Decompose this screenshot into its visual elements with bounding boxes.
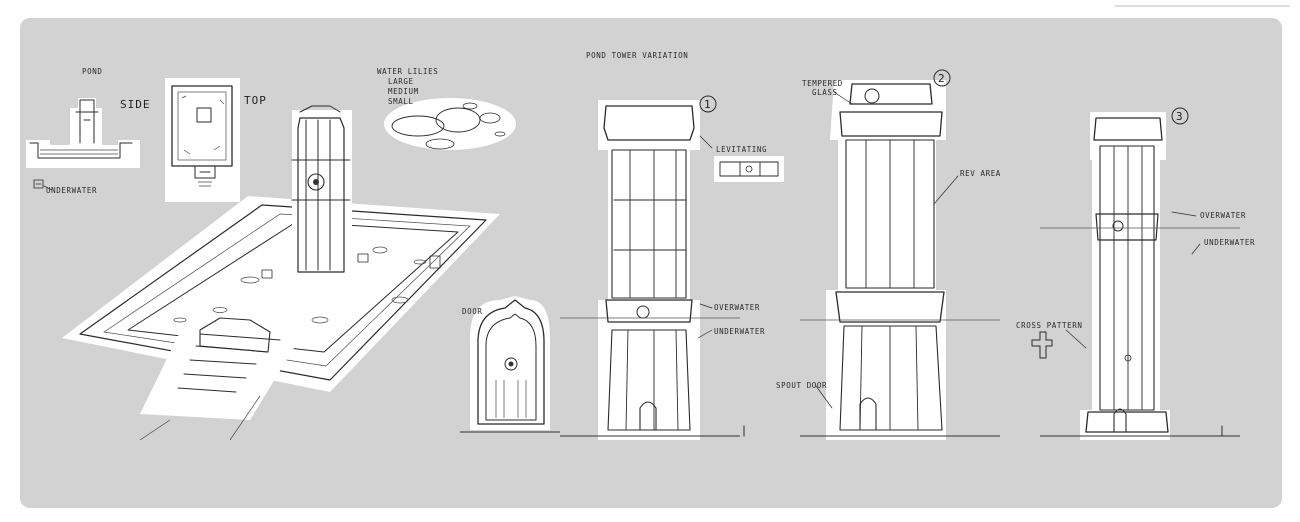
label-rev-area: REV AREA bbox=[960, 169, 1001, 178]
label-underwater-1: UNDERWATER bbox=[714, 327, 765, 336]
label-door: DOOR bbox=[462, 307, 482, 316]
tower-number-1: 1 bbox=[704, 98, 712, 111]
tower-number-2: 2 bbox=[938, 72, 946, 85]
label-underwater-3: UNDERWATER bbox=[1204, 238, 1255, 247]
tower-number-2-badge bbox=[933, 69, 951, 87]
door-sketch bbox=[460, 296, 560, 433]
label-tempered: TEMPERED bbox=[802, 79, 843, 88]
label-levitating: LEVITATING bbox=[716, 145, 767, 154]
label-underwater-small: UNDERWATER bbox=[46, 186, 97, 195]
label-side: SIDE bbox=[120, 98, 151, 111]
tower-number-1-badge bbox=[699, 95, 717, 113]
tower-number-3-badge bbox=[1171, 107, 1189, 125]
pond-top-view bbox=[165, 78, 240, 202]
section-title: POND TOWER VARIATION bbox=[586, 51, 688, 60]
label-top: TOP bbox=[244, 94, 267, 107]
label-spout-door: SPOUT DOOR bbox=[776, 381, 827, 390]
label-water-lilies: WATER LILIES bbox=[377, 67, 438, 76]
pond-side-view bbox=[26, 98, 140, 189]
label-cross-pattern: CROSS PATTERN bbox=[1016, 321, 1083, 330]
label-lily-small: SMALL bbox=[388, 97, 414, 106]
label-pond: POND bbox=[82, 67, 102, 76]
pond-perspective bbox=[62, 105, 500, 441]
tower-1 bbox=[560, 100, 784, 440]
annotation-pointers bbox=[43, 91, 1201, 409]
tower-number-3: 3 bbox=[1176, 110, 1184, 123]
label-overwater-3: OVERWATER bbox=[1200, 211, 1246, 220]
label-overwater-1: OVERWATER bbox=[714, 303, 760, 312]
label-glass: GLASS bbox=[812, 88, 838, 97]
water-lilies-sketch bbox=[384, 98, 516, 150]
tower-2 bbox=[800, 80, 1000, 440]
tower-3 bbox=[743, 112, 1240, 440]
label-lily-large: LARGE bbox=[388, 77, 414, 86]
label-lily-medium: MEDIUM bbox=[388, 87, 419, 96]
